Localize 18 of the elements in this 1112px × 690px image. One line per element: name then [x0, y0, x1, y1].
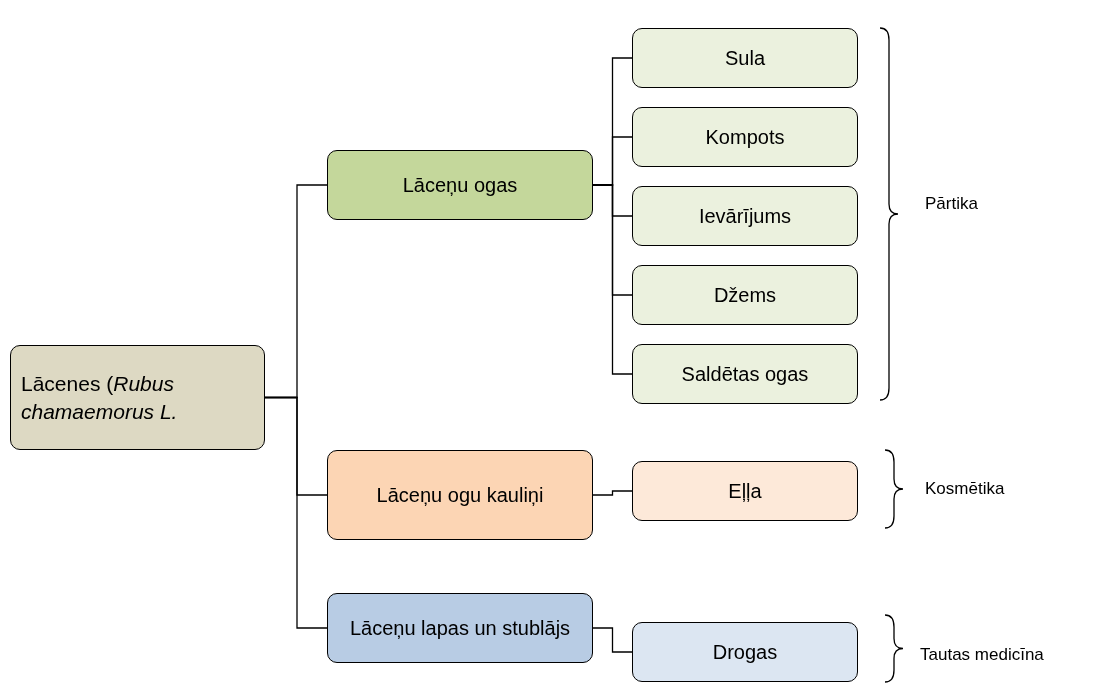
product-box: Džems — [632, 265, 858, 325]
product-box: Eļļa — [632, 461, 858, 521]
root-box: Lācenes (Rubus chamaemorus L. — [10, 345, 265, 450]
category-box: Lāceņu lapas un stublājs — [327, 593, 593, 663]
connector-line — [264, 396, 328, 629]
product-box: Sula — [632, 28, 858, 88]
product-box: Kompots — [632, 107, 858, 167]
connector-line — [592, 184, 633, 375]
group-label: Pārtika — [925, 194, 978, 214]
group-label: Tautas medicīna — [920, 645, 1044, 665]
connector-line — [592, 627, 633, 653]
product-box: Drogas — [632, 622, 858, 682]
category-box: Lāceņu ogas — [327, 150, 593, 220]
category-box: Lāceņu ogu kauliņi — [327, 450, 593, 540]
group-label: Kosmētika — [925, 479, 1005, 499]
connector-line — [592, 490, 633, 496]
product-box: Saldētas ogas — [632, 344, 858, 404]
product-box: Ievārījums — [632, 186, 858, 246]
